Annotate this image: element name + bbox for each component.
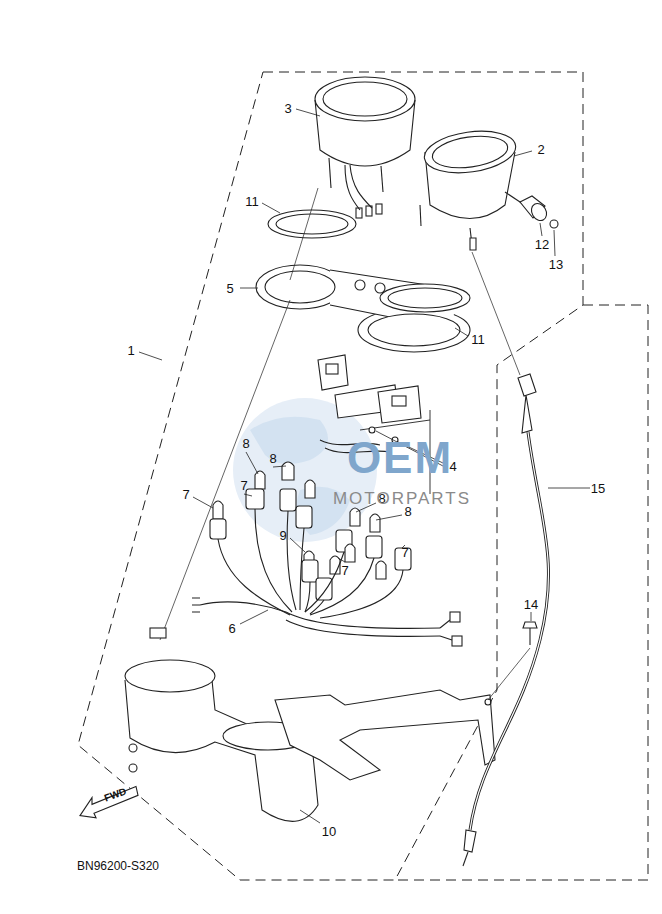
callout-number: 2 [537,143,544,156]
cable-outline [395,305,648,880]
callout-number: 14 [524,598,538,611]
callout-number: 6 [228,622,235,635]
callout-number: 12 [535,238,549,251]
callout-number: 8 [242,437,249,450]
forward-arrow: FWD [78,782,140,820]
callout-number: 3 [284,102,291,115]
callout-number: 7 [240,479,247,492]
callout-number: 15 [591,482,605,495]
callout-number: 7 [182,488,189,501]
callout-number: 10 [322,825,336,838]
assembly-outline [78,72,583,880]
callout-number: 11 [245,195,259,208]
watermark-text: OEM [347,436,453,480]
callout-number: 9 [279,529,286,542]
callout-number: 8 [269,452,276,465]
diagram-code: BN96200-S320 [77,860,159,872]
callout-number: 5 [226,282,233,295]
callout-number: 7 [401,546,408,559]
callout-number: 1 [127,344,134,357]
callout-number: 13 [549,258,563,271]
callout-number: 7 [341,564,348,577]
watermark-text: MOTORPARTS [333,490,471,507]
callout-number: 11 [471,333,485,346]
